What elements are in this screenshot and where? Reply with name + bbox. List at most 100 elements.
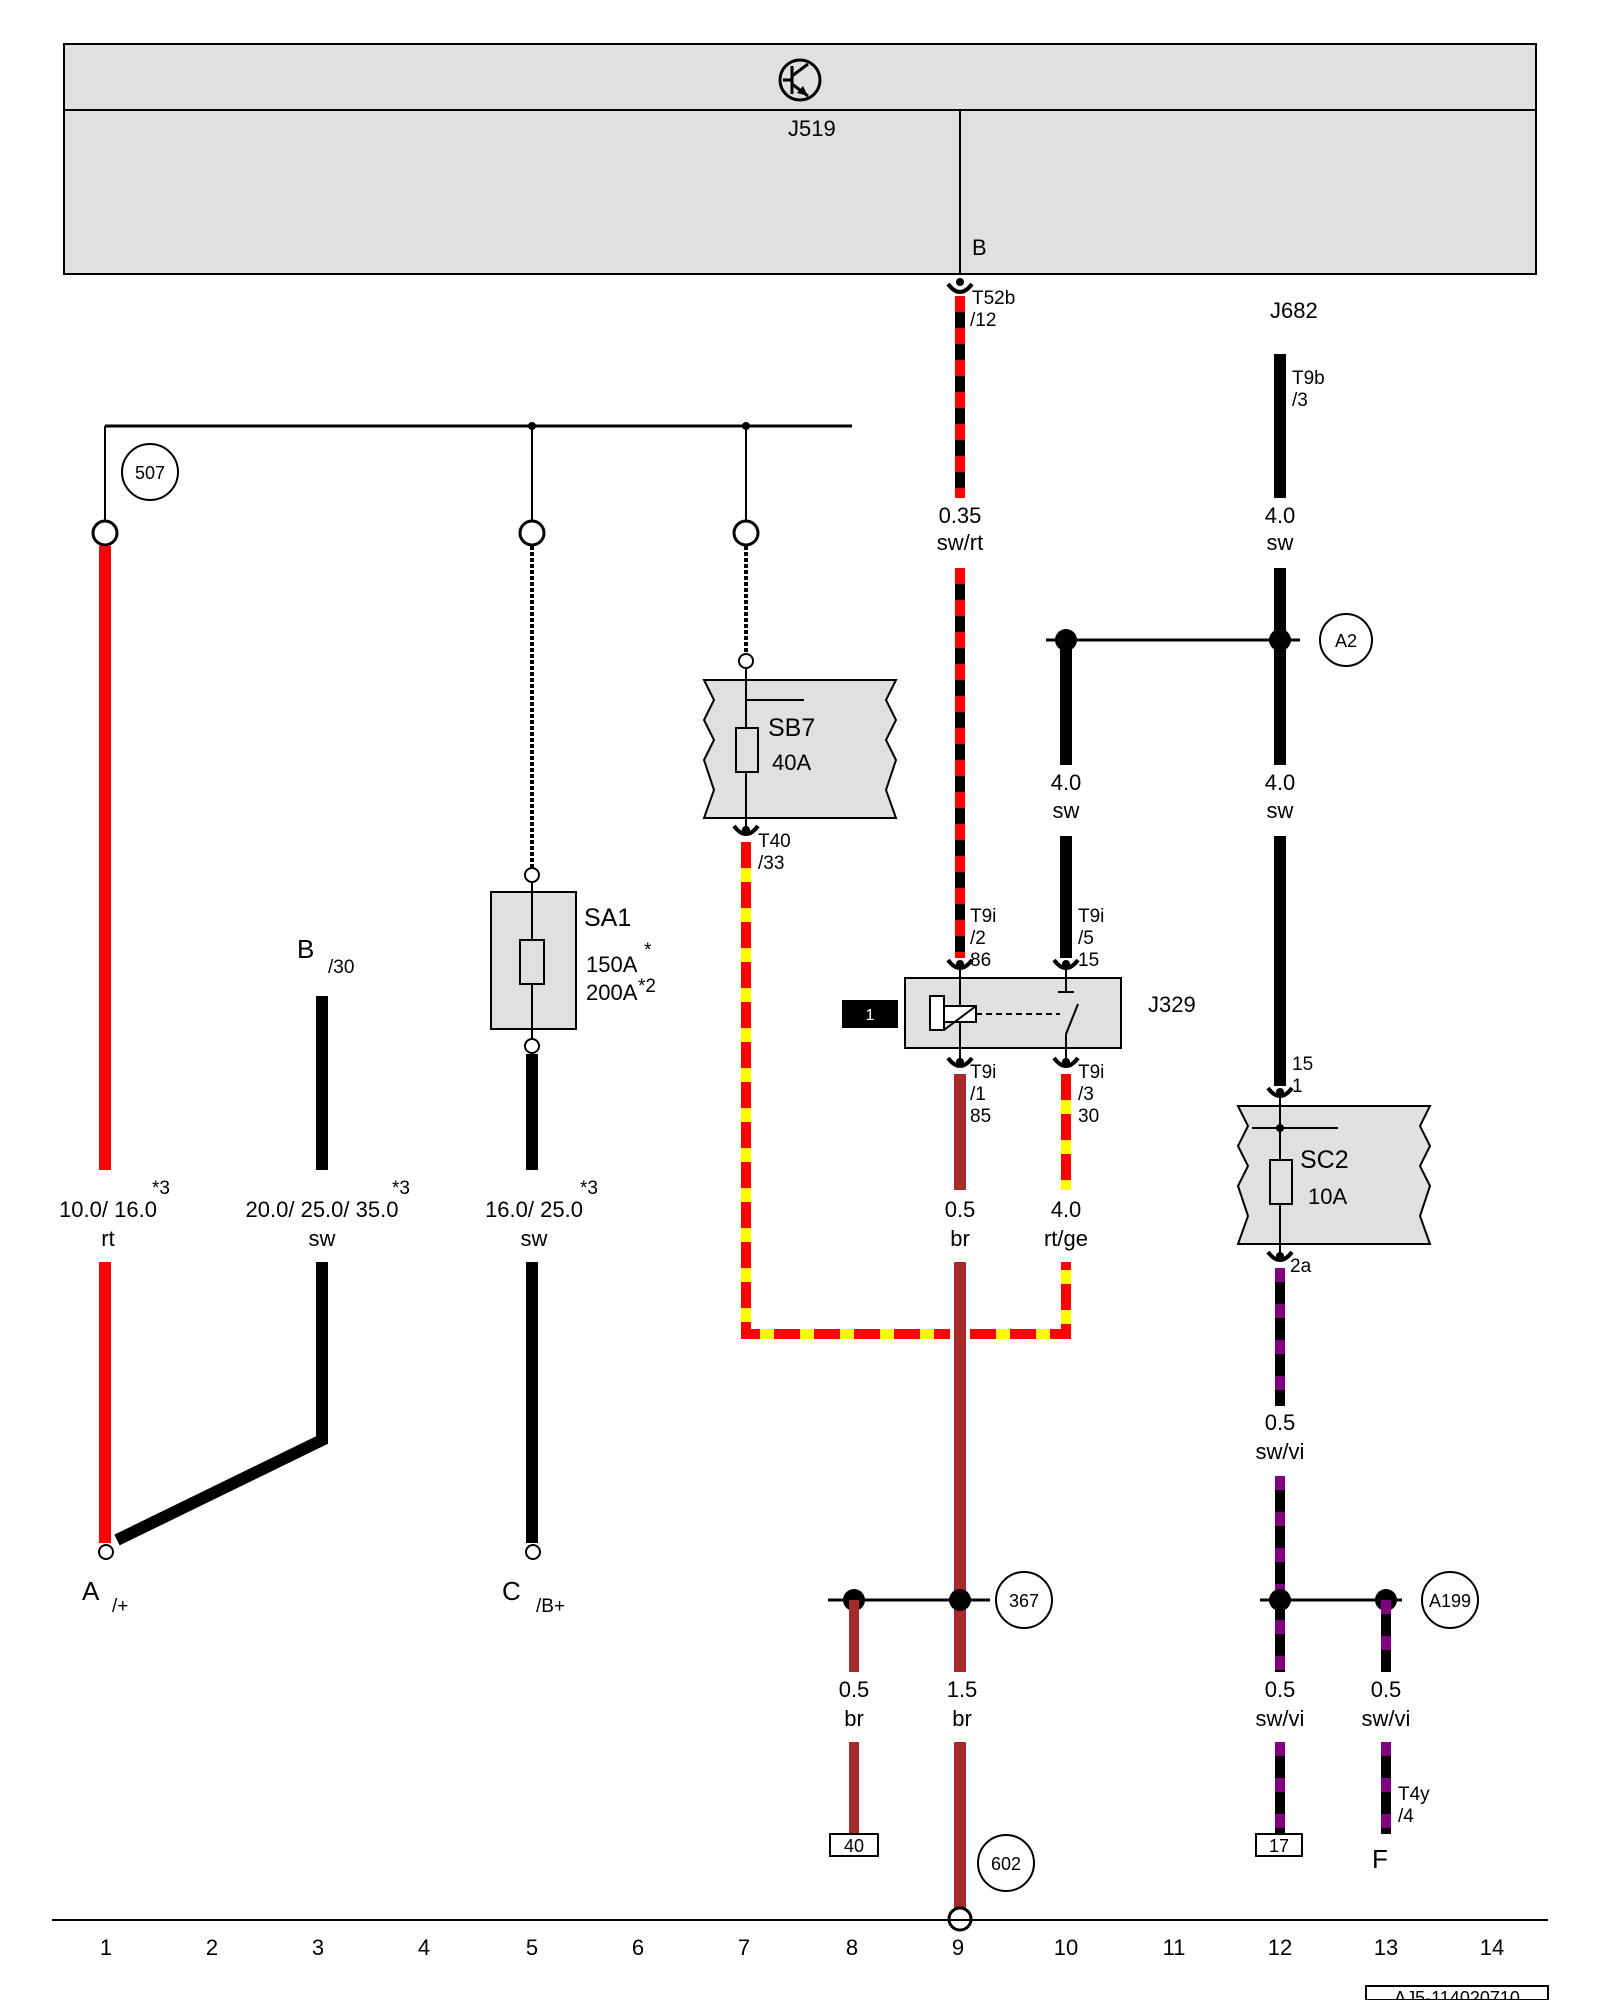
- terminal-c-letter: C: [502, 1576, 521, 1606]
- connector-t40: T40 /33: [732, 824, 791, 874]
- ref-box-17-label: 17: [1269, 1836, 1289, 1856]
- fuse-sa1-note2: *2: [638, 976, 656, 997]
- column-number: 13: [1374, 1935, 1398, 1960]
- transistor-icon: [778, 58, 822, 102]
- connector-t9i-1: T9i /1 85: [946, 1056, 996, 1127]
- ecu-j519-block: J519 B: [63, 43, 1537, 275]
- legend-box-1-label: 1: [866, 1007, 875, 1024]
- wire-col10b-size: 4.0: [1051, 1197, 1082, 1222]
- connector-sc2-out: 2a: [1266, 1250, 1312, 1277]
- column-number: 8: [846, 1935, 858, 1960]
- ref-a199: A199: [1421, 1571, 1479, 1629]
- splice-col12-lower: [1269, 1589, 1291, 1611]
- wire-col9b-color: br: [950, 1226, 970, 1251]
- wire-col3-lower: [114, 1262, 328, 1546]
- fuse-sa1: [490, 867, 577, 1054]
- connector-sc2-in-a: 15: [1292, 1054, 1313, 1075]
- connector-t9i-2-name: T9i: [970, 906, 996, 927]
- connector-t9i-3-pin: /3: [1078, 1084, 1094, 1105]
- terminal-b-sub: /30: [328, 957, 354, 978]
- wire-col5-color: sw: [521, 1226, 548, 1251]
- ref-507-label: 507: [135, 463, 165, 483]
- bus-line: [104, 422, 852, 520]
- column-number: 14: [1480, 1935, 1504, 1960]
- connector-t52b-name: T52b: [972, 288, 1015, 309]
- wire-col3-color: sw: [309, 1226, 336, 1251]
- column-number: 3: [312, 1935, 324, 1960]
- relay-j329-name: J329: [1148, 992, 1196, 1017]
- wire-col9-size: 0.35: [939, 503, 982, 528]
- connector-t9i-3-term: 30: [1078, 1106, 1099, 1127]
- connector-t9i-5-pin: /5: [1078, 928, 1094, 949]
- column-number: 12: [1268, 1935, 1292, 1960]
- fuse-sa1-name: SA1: [584, 904, 631, 932]
- column-number: 4: [418, 1935, 430, 1960]
- wire-col13-size: 0.5: [1371, 1677, 1402, 1702]
- terminal-b-letter: B: [297, 934, 314, 964]
- wire-col12a-color: sw: [1267, 530, 1294, 555]
- connector-sc2-out-label: 2a: [1290, 1256, 1312, 1277]
- wire-col8-color: br: [844, 1706, 864, 1731]
- terminal-a-pin: [98, 1544, 114, 1560]
- wire-col1-size: 10.0/ 16.0: [59, 1197, 157, 1222]
- connector-t9b-name: T9b: [1292, 368, 1325, 389]
- connector-sc2-in: 15 1: [1266, 1054, 1313, 1098]
- fuse-sc2-name: SC2: [1300, 1146, 1349, 1174]
- column-number: 5: [526, 1935, 538, 1960]
- fuse-sc2: [1236, 1098, 1432, 1254]
- relay-j329: [904, 968, 1122, 1058]
- ref-a2: A2: [1319, 613, 1373, 667]
- wire-col12c-size: 0.5: [1265, 1410, 1296, 1435]
- ref-box-40: 40: [829, 1833, 879, 1857]
- connector-t9i-5-name: T9i: [1078, 906, 1104, 927]
- terminal-c-pin: [525, 1544, 541, 1560]
- wire-col12b-color: sw: [1267, 798, 1294, 823]
- fuse-sc2-rating: 10A: [1308, 1184, 1347, 1209]
- connector-t9i-5-term: 15: [1078, 950, 1099, 971]
- wire-col1-color: rt: [101, 1226, 114, 1251]
- connector-t9b-pin: /3: [1292, 390, 1308, 411]
- fuse-sa1-note1: *: [644, 940, 652, 961]
- ref-602-label: 602: [991, 1854, 1021, 1874]
- connector-t4y-pin: /4: [1398, 1806, 1414, 1827]
- terminal-col7-top: [732, 519, 760, 547]
- wire-col12c-color: sw/vi: [1256, 1439, 1305, 1464]
- wire-col10a-color: sw: [1053, 798, 1080, 823]
- wire-col3-size: 20.0/ 25.0/ 35.0: [246, 1197, 399, 1222]
- connector-t4y-name: T4y: [1398, 1784, 1430, 1805]
- ref-a199-label: A199: [1429, 1591, 1471, 1611]
- wire-col3-note: *3: [392, 1178, 410, 1199]
- wire-col12a-size: 4.0: [1265, 503, 1296, 528]
- column-number: 7: [738, 1935, 750, 1960]
- column-number: 9: [952, 1935, 964, 1960]
- terminal-col5-top: [518, 519, 546, 547]
- wire-col7-rt-ge: [741, 842, 1071, 1339]
- wire-col5-size: 16.0/ 25.0: [485, 1197, 583, 1222]
- ref-507: 507: [121, 443, 179, 501]
- terminal-c-sub: /B+: [536, 1596, 565, 1617]
- ref-367-label: 367: [1009, 1591, 1039, 1611]
- footer-code: AJ5-114020710: [1394, 1988, 1520, 2000]
- module-j682: J682: [1270, 298, 1318, 323]
- ref-a2-label: A2: [1335, 631, 1357, 651]
- fuse-sb7: [702, 653, 898, 828]
- wire-col5-note: *3: [580, 1178, 598, 1199]
- connector-t9i-3: T9i /3 30: [1052, 1056, 1104, 1127]
- terminal-f-letter: F: [1372, 1844, 1388, 1874]
- connector-t9i-1-term: 85: [970, 1106, 991, 1127]
- connector-t9i-5: T9i /5 15: [1052, 906, 1104, 971]
- connector-t9i-2-pin: /2: [970, 928, 986, 949]
- connector-t40-pin: /33: [758, 853, 784, 874]
- connector-t9i-1-pin: /1: [970, 1084, 986, 1105]
- column-numbers: 1 2 3 4 5 6 7 8 9 10 11 12 13 14: [100, 1935, 1504, 1960]
- column-number: 6: [632, 1935, 644, 1960]
- wire-col13-color: sw/vi: [1362, 1706, 1411, 1731]
- splice-col9: [949, 1589, 971, 1611]
- column-number: 1: [100, 1935, 112, 1960]
- column-number: 11: [1163, 1935, 1186, 1960]
- wire-col9c-size: 1.5: [947, 1677, 978, 1702]
- fuse-sb7-name: SB7: [768, 714, 815, 742]
- connector-t9i-1-name: T9i: [970, 1062, 996, 1083]
- connector-t40-name: T40: [758, 831, 791, 852]
